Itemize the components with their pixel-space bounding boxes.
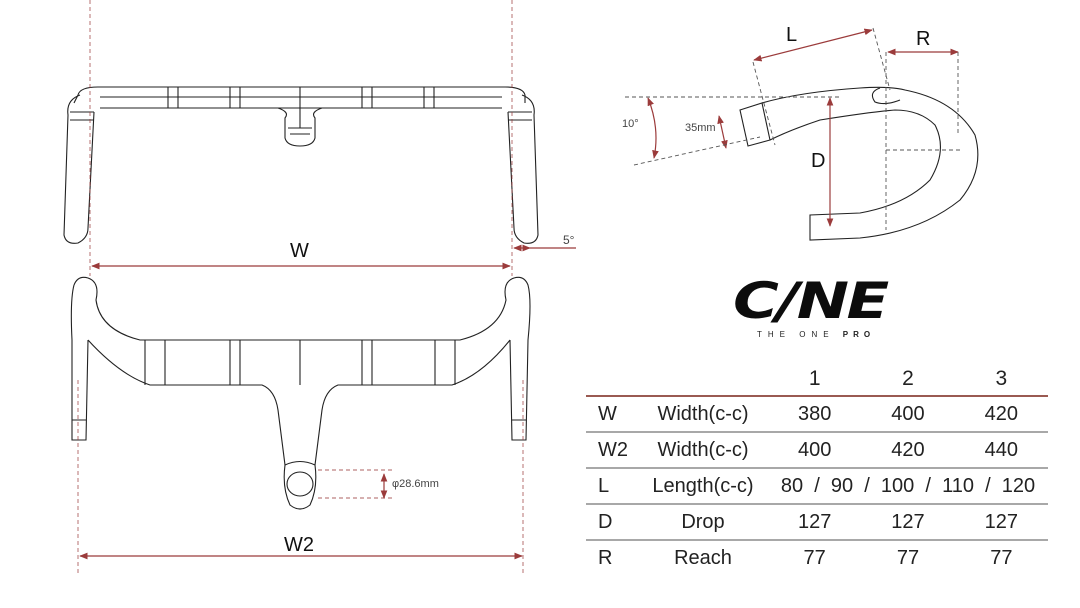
side-view-bar — [739, 86, 979, 241]
rise-angle-label: 10° — [622, 118, 639, 130]
spec-table: 1 2 3 W Width(c-c) 380 400 420 W2 Width(… — [586, 362, 1048, 575]
flare-angle-label: 5° — [563, 233, 575, 247]
column-size-3: 3 — [995, 366, 1008, 390]
bottom-view-bar — [70, 276, 531, 510]
logo-tagline: THE ONE PRO — [757, 330, 876, 339]
width-w2-label: W2 — [284, 534, 314, 556]
logo-mark: C/NE — [733, 272, 889, 330]
reach-r-label: R — [916, 28, 931, 50]
column-size-2: 2 — [902, 366, 914, 390]
column-size-1: 1 — [808, 366, 821, 390]
length-l-label: L — [786, 24, 798, 46]
brand-logo: C/NE THE ONE PRO — [733, 276, 909, 339]
width-w-label: W — [290, 240, 309, 262]
spec-row-r: R Reach 77 77 77 — [598, 546, 1013, 569]
spec-row-l: L Length(c-c) 80 / 90 / 100 / 110 / 120 — [586, 468, 1048, 504]
drop-d-label: D — [811, 150, 826, 172]
spec-row-w2: W2 Width(c-c) 400 420 440 — [586, 432, 1048, 468]
spec-row-d: D Drop 127 127 127 — [586, 504, 1048, 540]
spec-header-row: 1 2 3 — [586, 362, 1048, 396]
top-view-bar — [63, 86, 539, 244]
stem-height-label: 35mm — [685, 122, 716, 134]
clamp-diameter-label: φ28.6mm — [392, 478, 439, 490]
spec-row-w: W Width(c-c) 380 400 420 — [586, 396, 1048, 432]
